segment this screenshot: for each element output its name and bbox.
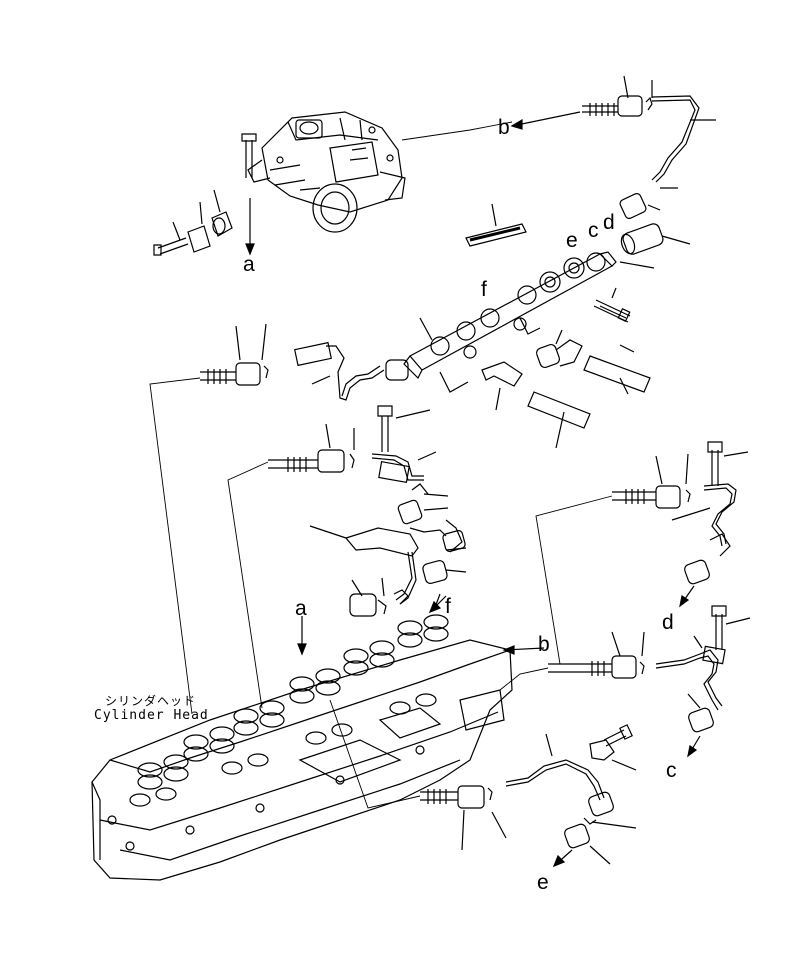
injection-pipe-2 — [268, 450, 424, 482]
rail-sleeve-1 — [619, 192, 647, 219]
callout-e-top: e — [566, 229, 578, 252]
pipe2-sleeve — [397, 499, 423, 525]
pump-clamp — [188, 226, 210, 252]
callout-e-bottom: e — [537, 871, 549, 894]
callout-f-top: f — [481, 278, 487, 301]
pipe3-leaders — [310, 526, 466, 610]
fuel-rail — [404, 252, 616, 392]
spacer-leaders — [496, 378, 628, 448]
pipe1-leaders — [236, 318, 432, 384]
fuel-pump-assembly — [248, 112, 405, 232]
pipe6-bolt — [604, 725, 632, 746]
pump-sleeve — [212, 212, 232, 236]
top-leaders — [624, 76, 716, 210]
injection-pipe-5 — [548, 646, 725, 733]
callout-a-mid: a — [295, 597, 307, 620]
rail-spacer-1 — [584, 345, 650, 392]
rail-spacer-2 — [528, 392, 590, 428]
cylinder-head-label-jp: シリンダヘッド — [105, 694, 197, 708]
top-injection-pipe — [582, 96, 699, 182]
cylinder-head — [92, 615, 512, 880]
callout-a-top: a — [243, 253, 255, 276]
caution-label-plate — [466, 224, 526, 246]
pipe4-leaders — [656, 452, 748, 520]
pipe2-bolt — [378, 406, 392, 452]
injection-pipe-1 — [200, 343, 408, 400]
callout-d-top: d — [603, 211, 615, 234]
callout-b-mid: b — [538, 633, 550, 656]
pipe2-retainer — [412, 484, 428, 494]
pump-leaders — [173, 190, 220, 240]
pump-bolt-left — [154, 238, 188, 255]
pressure-sensor — [535, 340, 582, 369]
pipe2-leaders — [326, 410, 448, 510]
pump-bolt — [242, 134, 256, 178]
sensor-leader — [556, 330, 562, 344]
callout-c-top: c — [588, 219, 599, 242]
valve-springs — [130, 615, 448, 806]
pipe5-bolt — [712, 606, 726, 650]
injection-pipe-6 — [420, 740, 615, 849]
injection-pipe-4 — [612, 484, 736, 585]
arrow-b-top — [512, 112, 580, 126]
callout-f-mid: f — [445, 595, 451, 618]
valve-leaders — [620, 236, 690, 268]
callout-b-top: b — [498, 116, 510, 139]
pipe6-leaders — [462, 734, 636, 864]
cylinder-head-label-en: Cylinder Head — [94, 708, 209, 723]
rail-bracket — [482, 362, 522, 386]
injection-pipe-3-bracket — [346, 520, 466, 616]
pipe5-leaders — [612, 618, 750, 708]
pipe4-bolt — [708, 442, 722, 486]
rail-bolt — [600, 306, 626, 318]
callout-d-mid: d — [662, 611, 674, 634]
plate-leader — [492, 204, 496, 226]
callout-c-bottom: c — [666, 759, 677, 782]
relief-valve — [619, 222, 665, 256]
bolt-leader — [612, 288, 616, 298]
